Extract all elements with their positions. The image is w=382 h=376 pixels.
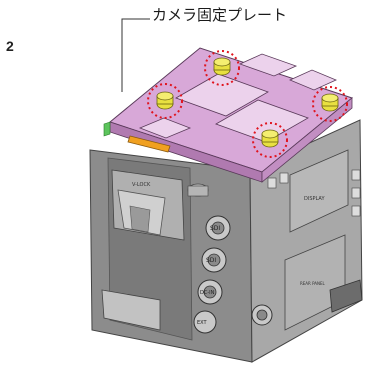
callout-leader-line [121, 18, 150, 92]
camera-body [89, 119, 363, 363]
screw-highlight-circle [204, 50, 240, 86]
screw-highlight-circle [147, 83, 183, 119]
screw-highlight-circle [312, 86, 348, 122]
label-dc-in: DC-IN [200, 290, 215, 296]
label-sdi-1: SDI [210, 225, 220, 232]
screw-highlight-circle [252, 122, 288, 158]
label-display: DISPLAY [304, 196, 325, 202]
screw-icon [213, 57, 231, 76]
screw-icon [321, 93, 339, 112]
step-number: 2 [6, 38, 14, 54]
label-rear-panel: REAR PANEL [300, 281, 326, 286]
screw-icon [156, 91, 174, 110]
camera-fixing-plate [103, 47, 354, 183]
callout-label: カメラ固定プレート [152, 6, 288, 24]
label-ext: EXT [197, 320, 207, 326]
label-v-lock: V-LOCK [132, 182, 151, 188]
screw-icon [261, 129, 279, 148]
label-sdi-2: SDI [206, 257, 216, 264]
